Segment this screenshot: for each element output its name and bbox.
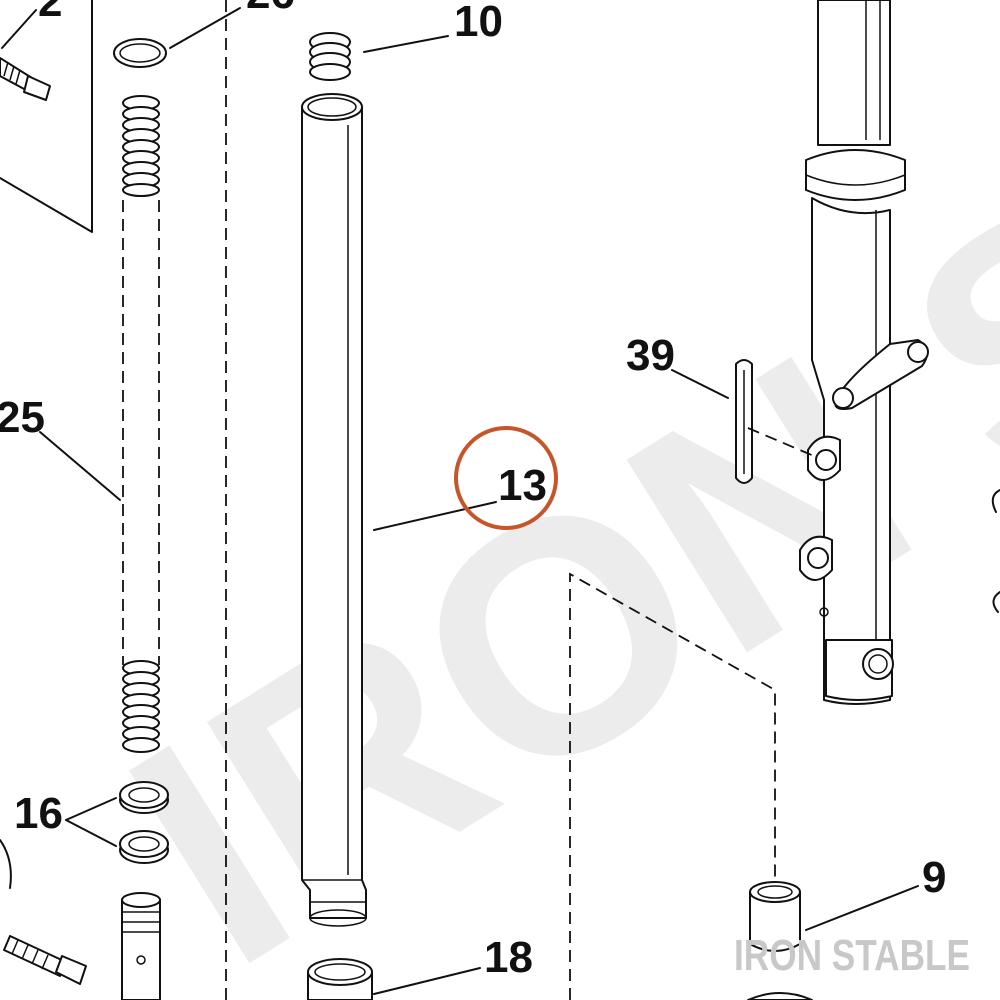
callout-18-label: 18 <box>484 933 533 982</box>
callout-10-label: 10 <box>454 0 503 46</box>
part-10-small-spring <box>309 32 351 81</box>
callout-25-leader <box>39 431 121 501</box>
callout-39-leader <box>671 369 729 399</box>
part-25-spring-top <box>122 95 160 197</box>
left-bracket-line <box>0 0 93 233</box>
lower-screw <box>3 935 87 985</box>
lower-fork-leg <box>799 197 929 705</box>
callout-13-leader <box>373 501 497 531</box>
part-18-bushing <box>307 958 373 1000</box>
callout-9-leader <box>805 885 919 931</box>
callout-10-leader <box>363 35 449 53</box>
part-9-cap <box>749 881 801 952</box>
highlight-circle <box>454 426 558 530</box>
callout-16-label: 16 <box>14 789 63 838</box>
bottom-right-partial-part <box>747 992 813 1000</box>
part-39-plate <box>735 359 753 484</box>
part-39-dash <box>747 427 815 457</box>
callout-39-label: 39 <box>626 331 675 380</box>
callout-26-label: 26 <box>246 0 295 18</box>
part-25-spring-bottom <box>122 660 160 753</box>
callout-26-leader <box>169 7 241 49</box>
brand-logo-text: IRON STABLE <box>734 931 970 980</box>
callout-16-leader-a <box>65 797 117 821</box>
callout-18-leader <box>373 967 481 995</box>
right-edge-partial-b <box>992 591 1000 613</box>
left-edge-partial-part <box>0 839 12 889</box>
right-edge-partial-a <box>991 489 1000 513</box>
callout-25-label: 25 <box>0 393 45 442</box>
part-2-screw <box>0 57 51 101</box>
damper-rod-bottom <box>121 892 161 1000</box>
callout-16-leader-b <box>65 819 117 847</box>
part-26-o-ring <box>113 38 167 68</box>
axis-line-right <box>569 572 776 1000</box>
part-13-fork-tube <box>301 93 367 927</box>
callout-2-leader <box>1 9 37 49</box>
part-16-ring-upper <box>119 781 169 814</box>
part-16-ring-lower <box>119 830 169 864</box>
upper-fork-slider <box>805 0 906 201</box>
callout-9-label: 9 <box>922 853 946 902</box>
callout-13-label: 13 <box>498 461 547 510</box>
callout-2-label: 2 <box>38 0 62 26</box>
